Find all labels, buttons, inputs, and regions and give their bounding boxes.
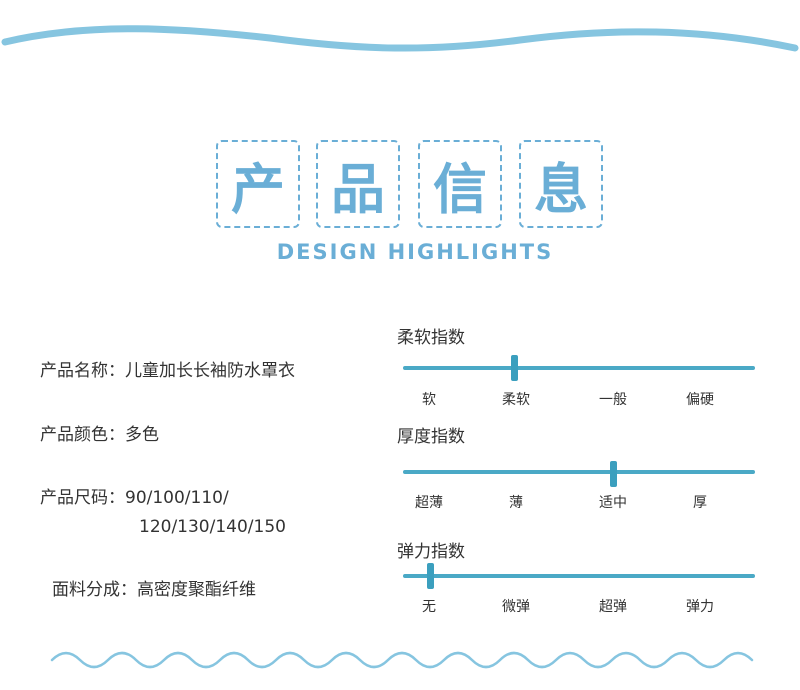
product-fabric: 面料分成：高密度聚酯纤维 (52, 580, 256, 600)
product-size-line1: 产品尺码：90/100/110/ (40, 488, 229, 508)
softness-label-4: 偏硬 (686, 392, 714, 408)
title-char-2: 品 (331, 157, 385, 221)
elasticity-index-marker (427, 563, 434, 589)
softness-label-3: 一般 (599, 392, 627, 408)
product-color: 产品颜色：多色 (40, 425, 159, 445)
title-char-box-1: 产 (216, 140, 300, 228)
bottom-wave-decoration (50, 651, 754, 669)
thickness-index-title: 厚度指数 (397, 427, 465, 447)
section-subtitle: DESIGN HIGHLIGHTS (276, 240, 554, 264)
thickness-index-track (403, 470, 755, 474)
thickness-label-1: 超薄 (415, 495, 443, 511)
elasticity-label-2: 微弹 (502, 599, 530, 615)
elasticity-index-title: 弹力指数 (397, 542, 465, 562)
top-wave-decoration (1, 25, 799, 52)
title-char-box-2: 品 (316, 140, 400, 228)
title-char-box-3: 信 (418, 140, 502, 228)
thickness-label-4: 厚 (693, 495, 707, 511)
elasticity-label-4: 弹力 (686, 599, 714, 615)
softness-index-marker (511, 355, 518, 381)
product-size-line2: 120/130/140/150 (139, 517, 286, 537)
title-char-1: 产 (231, 157, 285, 221)
thickness-index-marker (610, 461, 617, 487)
title-char-box-4: 息 (519, 140, 603, 228)
softness-index-track (403, 366, 755, 370)
elasticity-label-1: 无 (422, 599, 436, 615)
softness-index-title: 柔软指数 (397, 328, 465, 348)
thickness-label-2: 薄 (509, 495, 523, 511)
softness-label-2: 柔软 (502, 392, 530, 408)
product-name: 产品名称：儿童加长长袖防水罩衣 (40, 361, 295, 381)
softness-label-1: 软 (422, 392, 436, 408)
elasticity-label-3: 超弹 (599, 599, 627, 615)
elasticity-index-track (403, 574, 755, 578)
title-char-4: 息 (534, 157, 588, 221)
title-char-3: 信 (433, 157, 487, 221)
thickness-label-3: 适中 (599, 495, 627, 511)
